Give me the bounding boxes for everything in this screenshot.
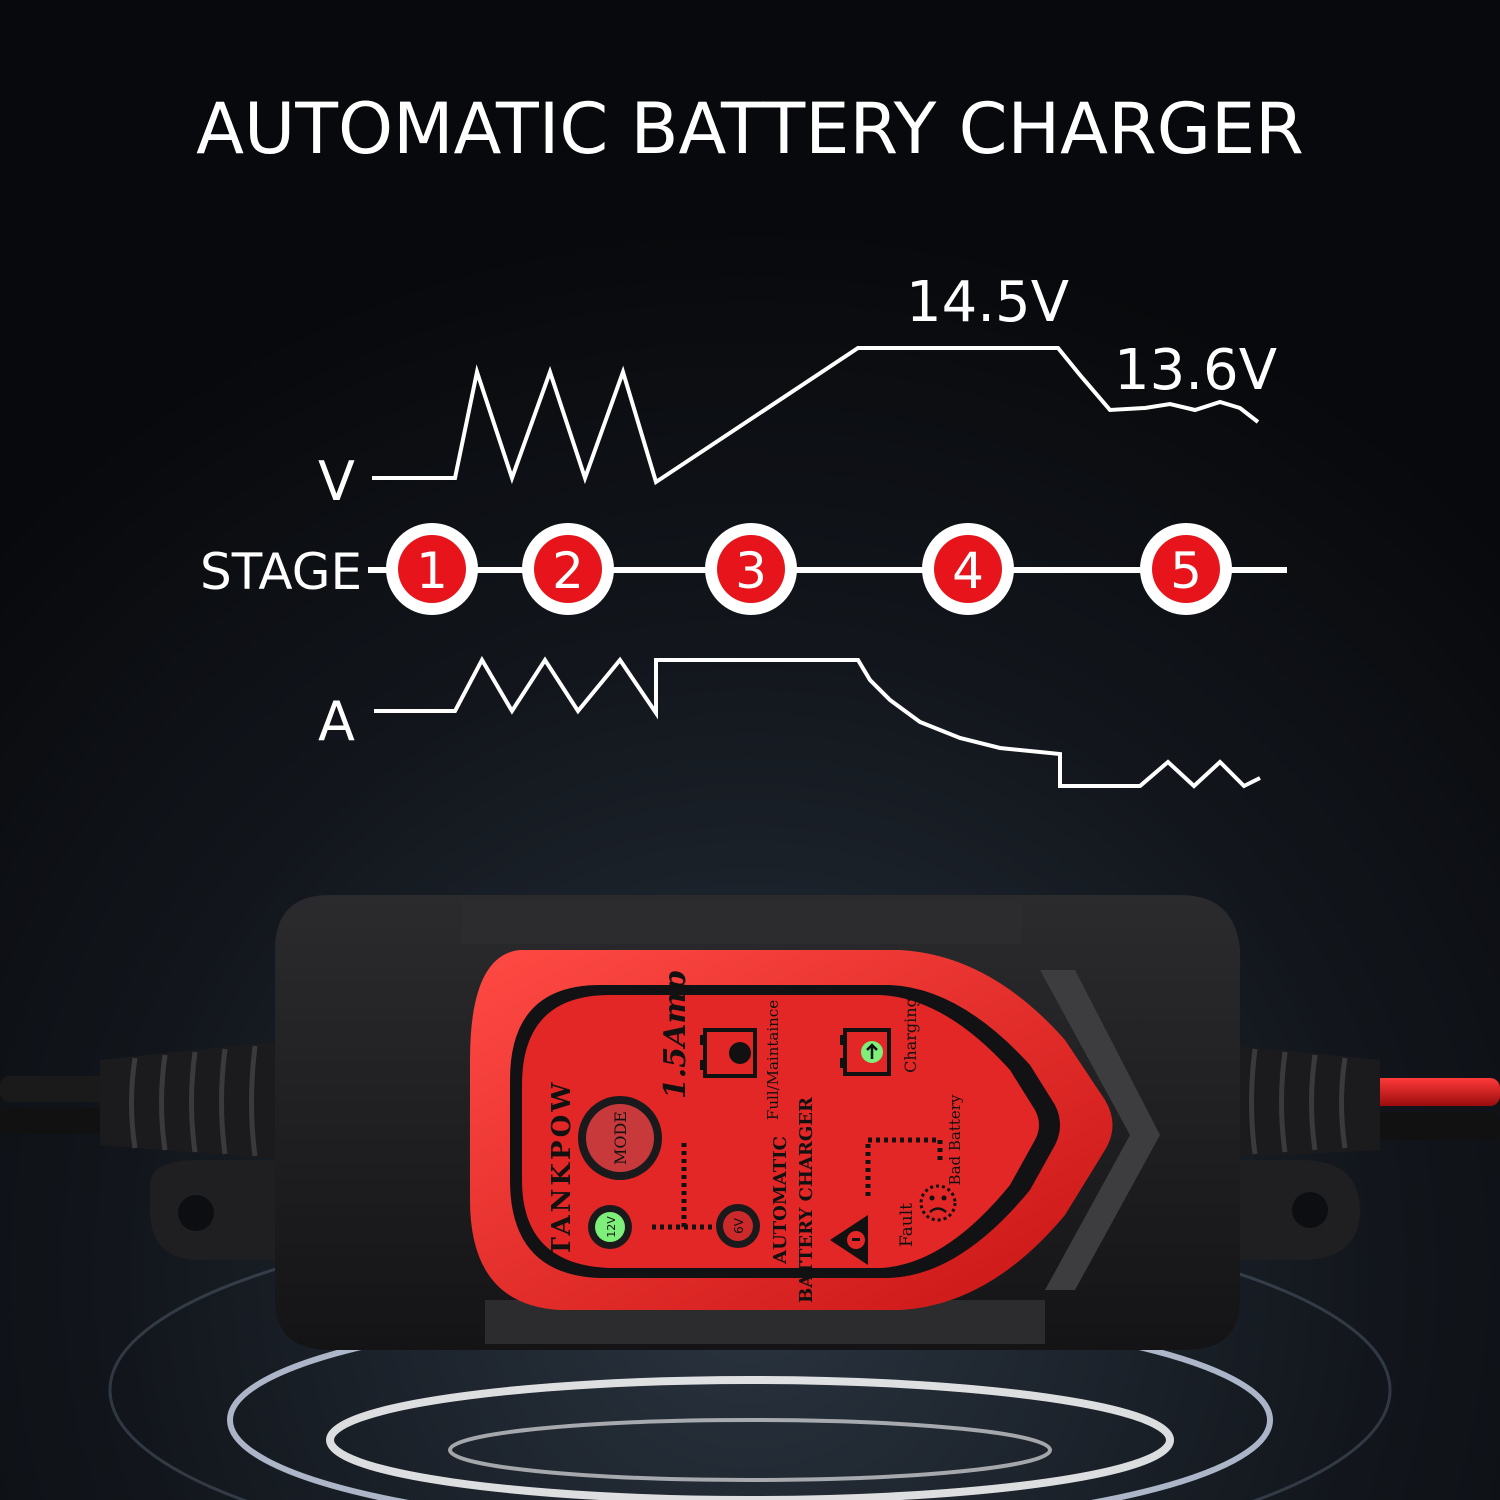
stage-1-marker: 1 xyxy=(386,523,478,615)
top-strap xyxy=(462,900,1022,944)
voltage-axis-label: V xyxy=(318,450,355,513)
stage-2-number: 2 xyxy=(552,542,584,600)
fault-warning-icon xyxy=(830,1215,868,1265)
fault-arrow xyxy=(865,1137,943,1200)
stage-3-number: 3 xyxy=(735,542,767,600)
page-title: AUTOMATIC BATTERY CHARGER xyxy=(196,88,1304,170)
left-mount-tab xyxy=(150,1160,300,1260)
left-cable xyxy=(0,1040,290,1160)
current-axis-label: A xyxy=(318,690,355,753)
product-line-1: AUTOMATIC xyxy=(770,1136,791,1265)
status-bad-battery-label: Bad Battery xyxy=(946,1094,964,1185)
indicator-6v-label: 6V xyxy=(732,1217,746,1234)
status-charging-label: Charging xyxy=(901,997,920,1073)
face-panel xyxy=(522,995,1039,1268)
stage-5-number: 5 xyxy=(1170,542,1202,600)
battery-full-icon xyxy=(700,1028,757,1078)
voltage-curve xyxy=(372,346,1260,486)
indicator-6v: 6V xyxy=(716,1204,760,1248)
battery-charging-icon xyxy=(840,1028,891,1076)
chevron-accent xyxy=(1040,970,1160,1290)
rating-label: 1.5Amp xyxy=(658,971,693,1099)
charger-device: TANKPOW 1.5Amp AUTOMATIC BATTERY CHARGER… xyxy=(275,895,1240,1350)
stage-3-marker: 3 xyxy=(705,523,797,615)
stage-5-marker: 5 xyxy=(1140,523,1232,615)
bad-battery-icon xyxy=(919,1184,957,1222)
status-fault-label: Fault xyxy=(897,1203,917,1247)
stage-markers: 1 2 3 4 5 xyxy=(386,523,1232,615)
brand-logo: TANKPOW xyxy=(547,1080,577,1257)
stage-4-number: 4 xyxy=(952,542,984,600)
stage-axis-label: STAGE xyxy=(200,543,363,601)
voltage-float-label: 13.6V xyxy=(1114,338,1277,403)
mode-arrow xyxy=(652,1140,712,1230)
status-full-label: Full/Maintaince xyxy=(764,1000,782,1120)
mode-button[interactable]: MODE xyxy=(578,1096,662,1180)
indicator-12v: 12V xyxy=(588,1205,632,1249)
stage-4-marker: 4 xyxy=(922,523,1014,615)
product-line-2: BATTERY CHARGER xyxy=(796,1096,817,1303)
current-curve xyxy=(374,655,1261,789)
stage-2-marker: 2 xyxy=(522,523,614,615)
indicator-12v-label: 12V xyxy=(605,1216,618,1238)
stage-1-number: 1 xyxy=(416,542,448,600)
voltage-peak-label: 14.5V xyxy=(906,270,1069,335)
mode-button-label: MODE xyxy=(611,1111,630,1165)
